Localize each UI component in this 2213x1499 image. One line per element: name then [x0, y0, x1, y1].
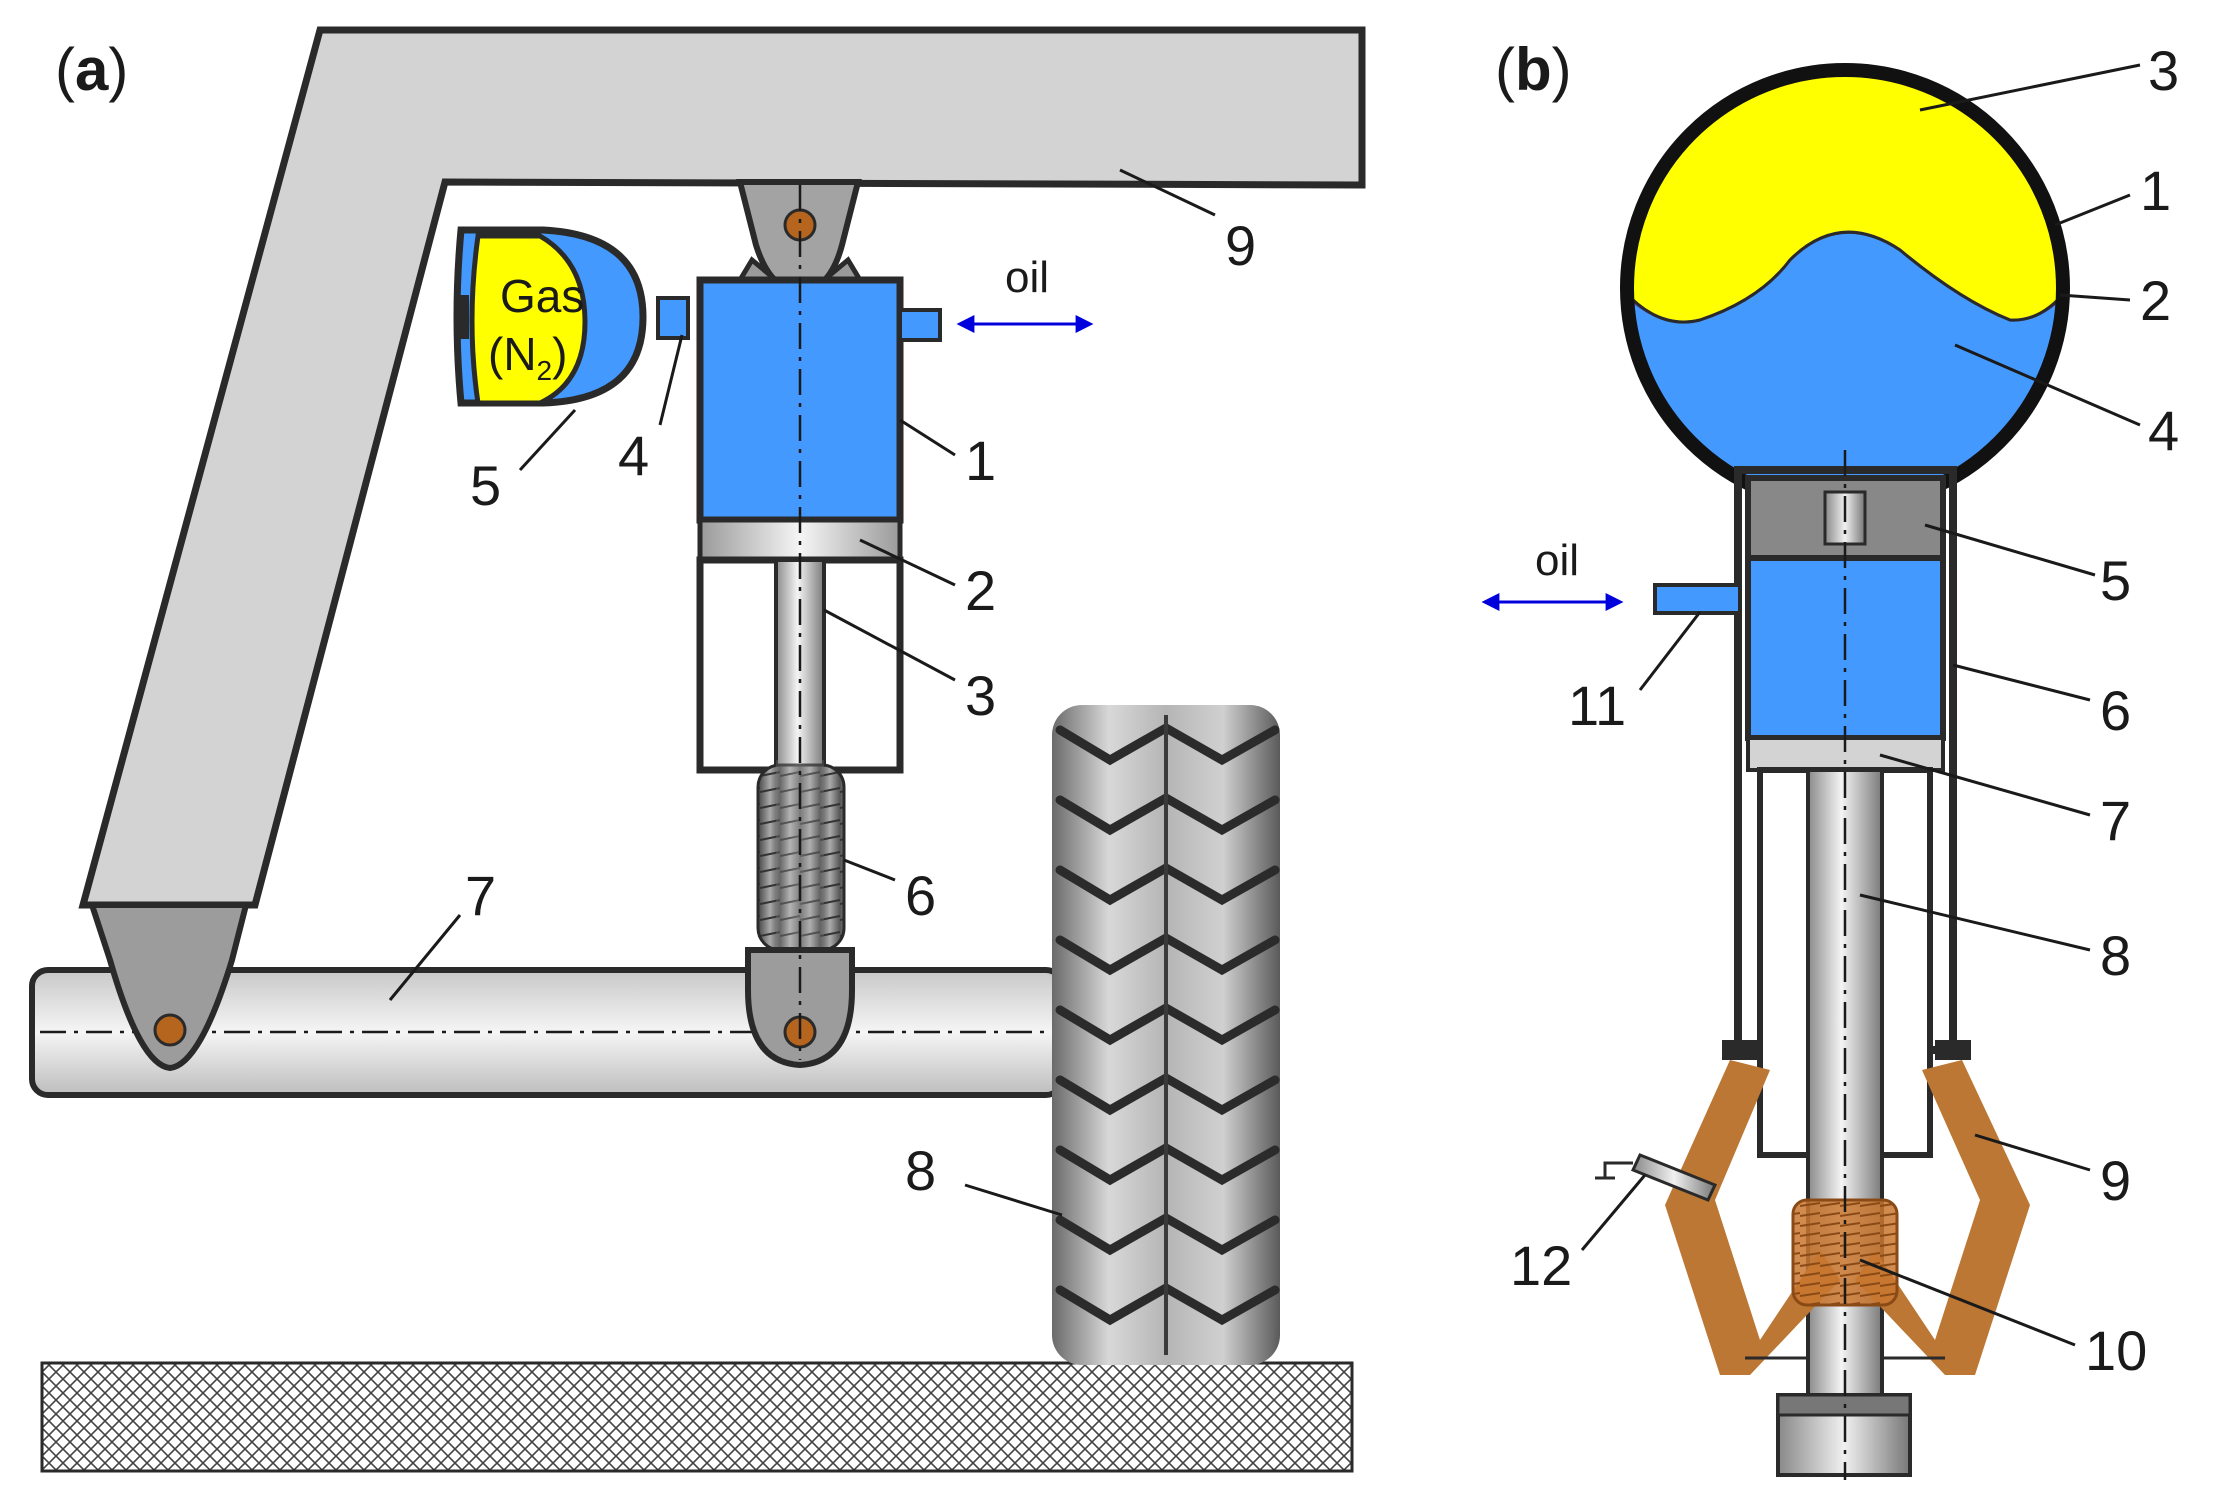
gas-accumulator: Gas (N2) [453, 226, 690, 407]
oil-port-a[interactable] [898, 308, 942, 342]
lower-mount [745, 947, 855, 1069]
label-a-2: 2 [965, 559, 996, 622]
leader-a4 [658, 334, 684, 426]
leader-b3 [1919, 63, 2141, 112]
leader-b6 [1952, 663, 2091, 702]
panel-a-tag: (a) [55, 36, 128, 103]
label-b-8: 8 [2100, 924, 2131, 987]
leader-a5 [518, 408, 577, 472]
label-b-6: 6 [2100, 679, 2131, 742]
leader-a3 [823, 608, 956, 682]
leader-a8 [964, 1183, 1063, 1217]
panel-a: (a) [29, 26, 1366, 1473]
label-a-3: 3 [965, 664, 996, 727]
leader-a7 [388, 914, 462, 1001]
label-a-7: 7 [465, 864, 496, 927]
oil-label-b: oil [1535, 536, 1579, 585]
label-b-2: 2 [2140, 269, 2171, 332]
label-b-12: 12 [1510, 1234, 1572, 1297]
label-a-4: 4 [618, 424, 649, 487]
label-b-5: 5 [2100, 549, 2131, 612]
label-a-6: 6 [905, 864, 936, 927]
leader-b9 [1974, 1133, 2091, 1172]
label-a-5: 5 [470, 454, 501, 517]
label-b-3: 3 [2148, 39, 2179, 102]
flange-left [1722, 1040, 1758, 1060]
gas-label: Gas [500, 270, 584, 322]
sensor-wire [1595, 1161, 1633, 1180]
gas-formula: (N2) [488, 328, 567, 386]
leader-b4 [1954, 343, 2141, 427]
label-a-9: 9 [1225, 214, 1256, 277]
leader-a2 [859, 538, 956, 587]
oil-label-a: oil [1005, 253, 1049, 302]
sensor-probe [1630, 1153, 1718, 1202]
leader-b5 [1924, 523, 2096, 577]
panel-b: (b) oil [1481, 36, 2179, 1480]
frame-pivot-bolt [153, 1013, 187, 1047]
ground-hatch [40, 1361, 1354, 1473]
oil-port-b[interactable] [1653, 583, 1742, 615]
accumulator-valve [455, 295, 469, 339]
leader-b12 [1580, 1174, 1647, 1251]
label-a-8: 8 [905, 1139, 936, 1202]
leader-b7 [1879, 753, 2091, 817]
accumulator-gas [469, 233, 588, 406]
label-b-1: 1 [2140, 159, 2171, 222]
flange-right [1935, 1040, 1971, 1060]
leader-b11 [1638, 611, 1702, 691]
sphere-membrane [1623, 230, 2067, 324]
label-b-9: 9 [2100, 1149, 2131, 1212]
label-b-7: 7 [2100, 789, 2131, 852]
label-b-4: 4 [2148, 399, 2179, 462]
vehicle-frame [78, 26, 1366, 909]
panel-b-tag: (b) [1495, 36, 1572, 103]
leader-b2 [2059, 293, 2131, 302]
label-b-11: 11 [1568, 674, 1626, 737]
leader-b8 [1859, 893, 2091, 952]
leader-a1 [899, 418, 956, 457]
leader-a9 [1119, 168, 1216, 217]
label-a-1: 1 [965, 429, 996, 492]
leader-b10 [1859, 1258, 2076, 1347]
leader-b1 [2054, 193, 2131, 227]
frame-pivot-cap [87, 902, 250, 1072]
leader-a6 [843, 858, 896, 882]
label-b-10: 10 [2085, 1319, 2147, 1382]
tire [1052, 705, 1280, 1365]
